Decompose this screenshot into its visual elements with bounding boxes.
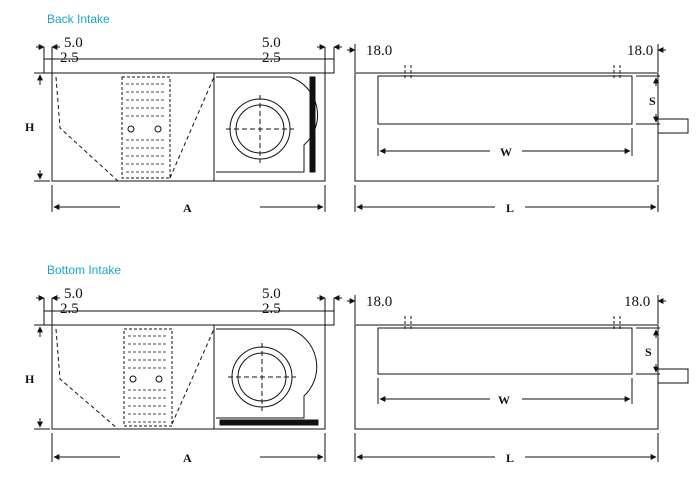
back-height-label: H (25, 120, 35, 134)
bottom-offset-outer-left: 5.0 (64, 286, 83, 302)
bottom-intake-heading: Bottom Intake (47, 263, 122, 277)
back-intake-side-view (43, 58, 335, 182)
back-intake-heading: Back Intake (47, 12, 110, 26)
back-width-label: W (500, 145, 512, 159)
bottom-offset-inner-right: 2.5 (262, 301, 281, 317)
back-offset-inner-left: 2.5 (60, 50, 79, 66)
back-length-l-label: L (506, 201, 514, 215)
bottom-width-label: W (498, 393, 510, 407)
coil-fins (126, 83, 166, 173)
back-length-a-label: A (183, 201, 192, 215)
bottom-end-offset-left: 18.0 (366, 294, 392, 310)
back-intake-front-dims (347, 44, 666, 212)
bottom-end-offset-right: 18.0 (624, 294, 650, 310)
back-end-offset-right: 18.0 (627, 43, 653, 59)
bottom-offset-outer-right: 5.0 (262, 286, 281, 302)
back-intake-front-view (354, 65, 689, 182)
back-side-s-label: S (649, 94, 656, 108)
bottom-length-a-label: A (183, 451, 192, 465)
bottom-offset-inner-left: 2.5 (60, 301, 79, 317)
back-intake-side-dims (34, 44, 342, 212)
bottom-intake-side-view (43, 310, 335, 430)
bottom-intake-front-dims (347, 295, 666, 462)
bottom-height-label: H (25, 372, 35, 386)
back-offset-outer-left: 5.0 (64, 35, 83, 51)
coil-fins (128, 335, 168, 423)
bottom-intake-front-view (354, 316, 689, 430)
back-offset-outer-right: 5.0 (262, 35, 281, 51)
bottom-intake-side-dims (34, 295, 342, 462)
back-offset-inner-right: 2.5 (262, 50, 281, 66)
back-end-offset-left: 18.0 (366, 43, 392, 59)
bottom-length-l-label: L (506, 451, 514, 465)
bottom-side-s-label: S (645, 345, 652, 359)
